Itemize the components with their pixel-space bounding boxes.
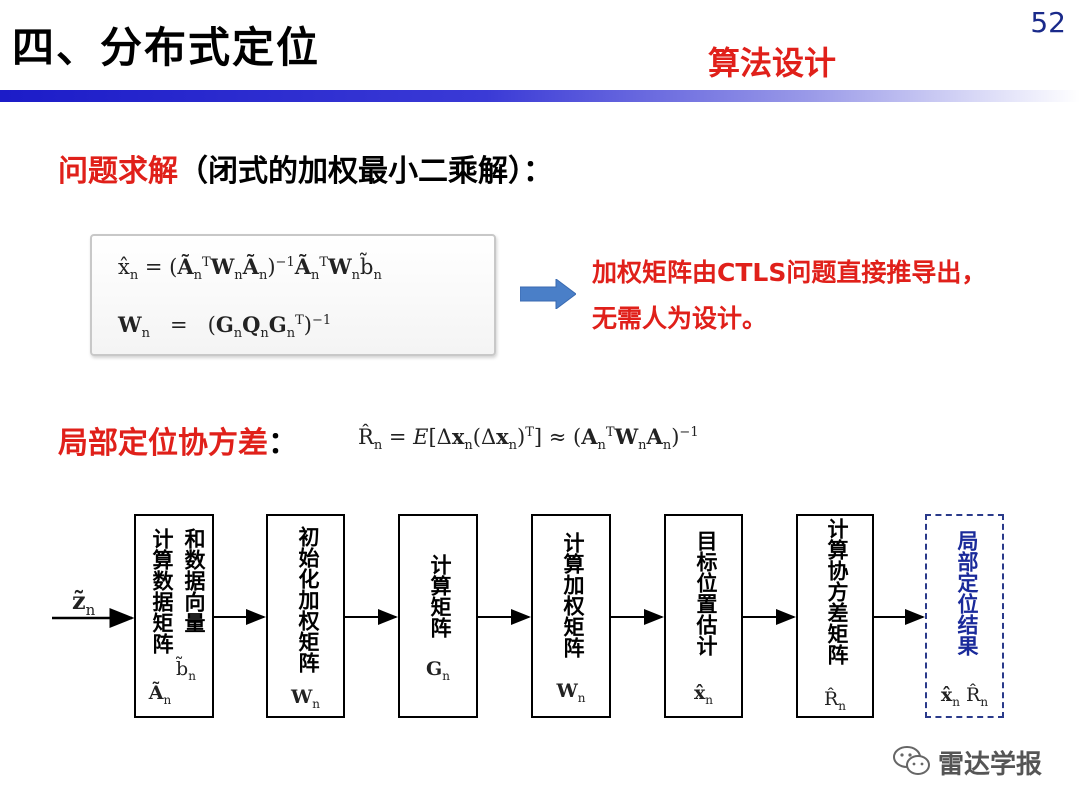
weight-note-line2: 无需人为设计。 [592, 304, 768, 333]
weight-note: 加权矩阵由CTLS问题直接推导出， 无需人为设计。 [592, 250, 986, 342]
watermark-text: 雷达学报 [937, 750, 1042, 780]
slide-title: 四、分布式定位 [12, 23, 321, 72]
covariance-formula: R̂n = E[Δxn(Δxn)T] ≈ (AnTWnAn)−1 [358, 424, 699, 454]
section-tag: 算法设计 [708, 44, 837, 82]
page-number: 52 [1030, 6, 1066, 39]
flow-box-position-estimate: 目标位置估计 x̂n [664, 514, 743, 718]
problem-label: 问题求解 [58, 154, 178, 189]
covariance-label-text: 局部定位协方差 [58, 426, 268, 461]
flow-box-compute-g: 计算矩阵 Gn [398, 514, 478, 718]
estimate-formula: x̂n = (ÃnTWnÃn)−1ÃnTWnb̃n [118, 254, 382, 284]
problem-label-detail: （闭式的加权最小二乘解）： [178, 154, 553, 189]
flow-box-3-sym: Gn [426, 658, 450, 683]
flow-box-7-text: 局部定位结果 [955, 530, 979, 656]
wechat-icon [893, 746, 930, 775]
flow-box-1-sym-b: b̃n [176, 658, 196, 683]
covariance-label: 局部定位协方差： [58, 418, 298, 462]
flow-box-6-sym: R̂n [823, 688, 847, 713]
covariance-colon: ： [268, 426, 298, 461]
flow-box-local-result: 局部定位结果 x̂n R̂n [925, 514, 1004, 718]
flow-box-covariance: 计算协方差矩阵 R̂n [796, 514, 874, 718]
flow-box-6-text: 计算协方差矩阵 [825, 518, 849, 665]
flow-box-1-text-right: 和数据向量 [182, 528, 206, 633]
input-symbol-sub: n [85, 600, 96, 619]
flow-box-data-matrix: 和数据向量 计算数据矩阵 b̃n Ãn [134, 514, 214, 718]
flow-box-1-text-left: 计算数据矩阵 [150, 528, 174, 654]
weight-formula: Wn = (GnQnGnT)−1 [118, 312, 332, 342]
flow-box-2-sym: Wn [290, 686, 321, 711]
flow-box-7-sym: x̂n R̂n [940, 684, 989, 709]
flow-box-3-text: 计算矩阵 [428, 554, 452, 638]
input-symbol: z̃n [72, 586, 95, 619]
weight-note-line1: 加权矩阵由CTLS问题直接推导出， [592, 258, 987, 287]
formula-box: x̂n = (ÃnTWnÃn)−1ÃnTWnb̃n Wn = (GnQnGnT)… [90, 234, 496, 356]
input-symbol-letter: z [72, 586, 86, 615]
flow-box-4-sym: Wn [556, 680, 586, 705]
problem-heading: 问题求解（闭式的加权最小二乘解）： [58, 146, 553, 190]
flow-box-init-weight: 初始化加权矩阵 Wn [266, 514, 345, 718]
flow-box-5-text: 目标位置估计 [694, 530, 718, 656]
flow-box-4-text: 计算加权矩阵 [561, 532, 585, 658]
right-arrow-icon [520, 279, 576, 309]
title-bar [0, 90, 1080, 102]
flow-box-compute-weight: 计算加权矩阵 Wn [531, 514, 611, 718]
flow-box-5-sym: x̂n [693, 682, 714, 707]
flow-box-2-text: 初始化加权矩阵 [296, 526, 320, 673]
flow-box-1-sym-a: Ãn [148, 682, 172, 707]
